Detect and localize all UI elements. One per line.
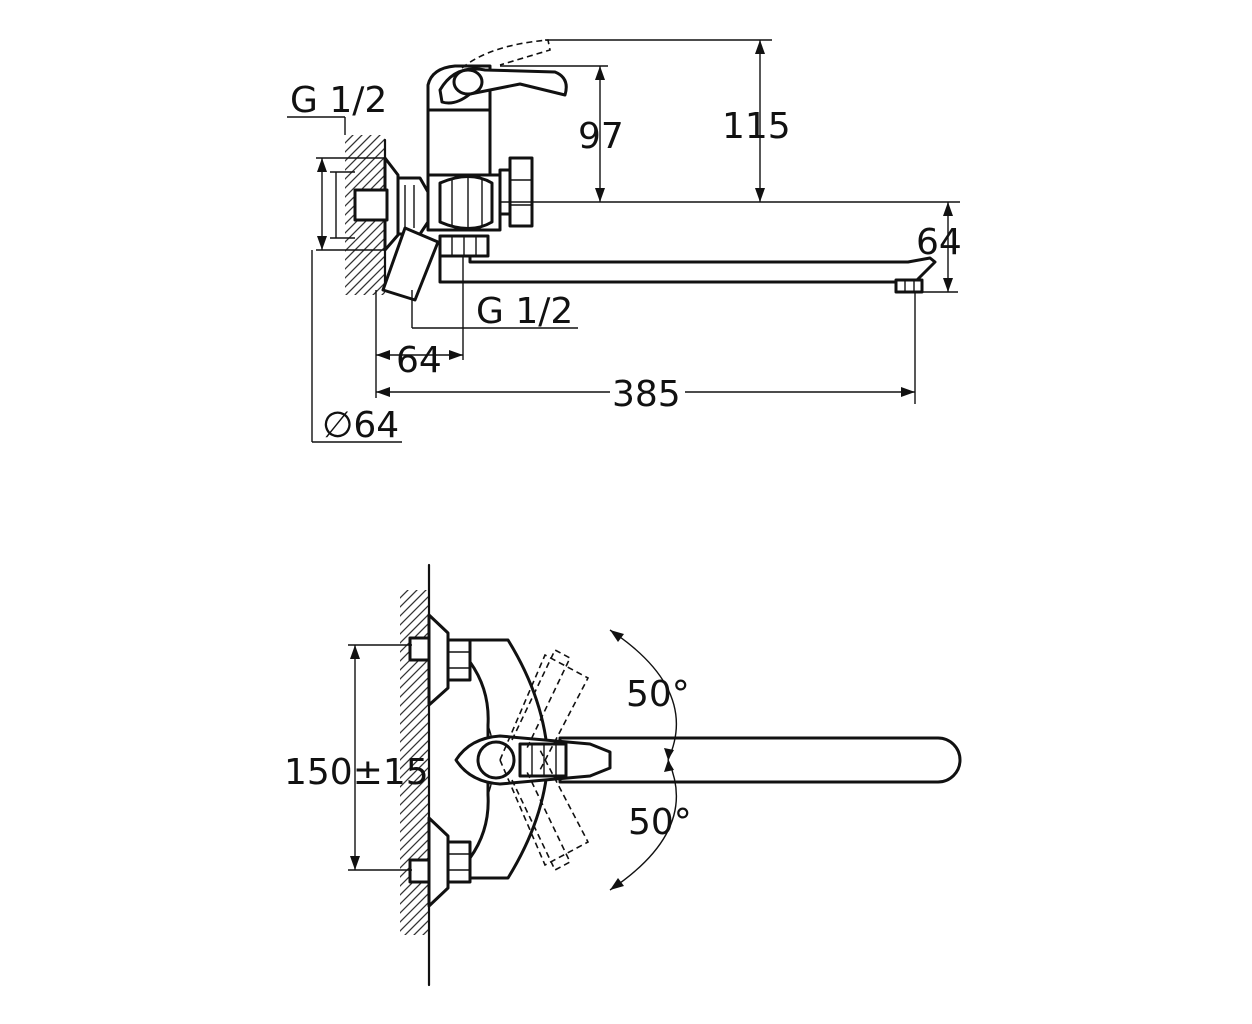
- side-view: G 1/2 97 115 64 G 1/2 64 385 ∅64: [287, 39, 962, 446]
- center-distance-dimension: [348, 644, 412, 871]
- label-g-half-top: G 1/2: [290, 80, 387, 121]
- upper-eccentric: [408, 613, 472, 707]
- label-385: 385: [612, 374, 681, 415]
- spout-side: [438, 254, 937, 294]
- label-64-offset: 64: [396, 340, 442, 381]
- label-flange-diameter: ∅64: [322, 405, 399, 446]
- label-97: 97: [578, 116, 624, 157]
- top-view: 150±15 50° 50°: [284, 563, 962, 987]
- mixer-body: [381, 39, 568, 302]
- label-g-half-bottom: G 1/2: [476, 291, 573, 332]
- spout-top: [558, 736, 962, 784]
- handle-top: [454, 734, 612, 786]
- label-64-spout: 64: [916, 222, 962, 263]
- handle-swing-positions: [499, 629, 678, 891]
- label-swing-down: 50°: [628, 802, 692, 843]
- wall-flange: [353, 156, 430, 252]
- label-swing-up: 50°: [626, 674, 690, 715]
- label-center-distance: 150±15: [284, 752, 429, 793]
- label-115: 115: [722, 106, 791, 147]
- dimension-lines-side: [287, 39, 960, 443]
